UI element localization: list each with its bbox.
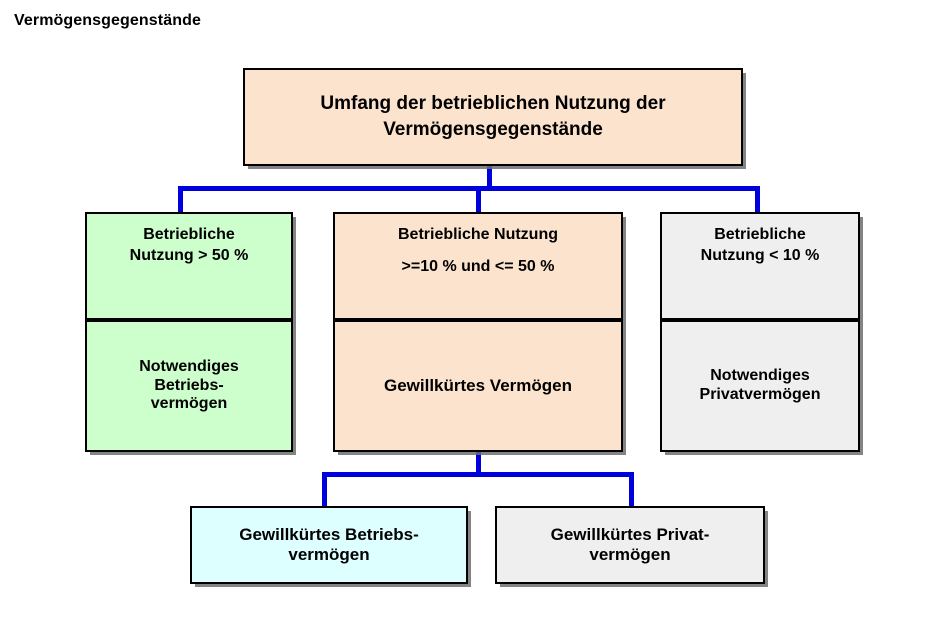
node-branch-over-50[interactable]: Betriebliche Nutzung > 50 % Notwendiges … xyxy=(85,212,293,452)
node-leaf-gewillkuertes-privatvermoegen-body: Gewillkürtes Privat- vermögen xyxy=(497,508,763,582)
connector-drop-to-bottom-right-leaf xyxy=(629,472,634,508)
node-branch-over-50-result-line-2: Betriebs- xyxy=(154,376,224,394)
node-branch-over-50-result-line-1: Notwendiges xyxy=(139,357,239,375)
node-branch-10-to-50-condition-line-1: Betriebliche Nutzung xyxy=(397,226,558,243)
node-branch-over-50-condition-line-1: Betriebliche xyxy=(143,226,235,243)
node-leaf-gewillkuertes-betriebsvermoegen-line-2: vermögen xyxy=(288,545,370,564)
node-branch-under-10-result: Notwendiges Privatvermögen xyxy=(662,322,858,450)
node-branch-over-50-divider xyxy=(87,318,291,322)
connector-drop-to-bottom-left-leaf xyxy=(322,472,327,508)
node-branch-over-50-result: Notwendiges Betriebs- vermögen xyxy=(87,322,291,450)
node-branch-under-10-condition-line-1: Betriebliche xyxy=(714,226,806,243)
node-leaf-gewillkuertes-privatvermoegen[interactable]: Gewillkürtes Privat- vermögen xyxy=(495,506,765,584)
node-branch-over-50-condition: Betriebliche Nutzung > 50 % xyxy=(87,214,291,318)
connector-top-horizontal-bus xyxy=(178,186,760,191)
node-root-line-2: Vermögensgegenstände xyxy=(383,119,603,140)
connector-root-stem xyxy=(487,166,492,190)
node-branch-under-10-result-line-1: Notwendiges xyxy=(710,367,810,385)
node-branch-under-10[interactable]: Betriebliche Nutzung < 10 % Notwendiges … xyxy=(660,212,860,452)
node-branch-10-to-50[interactable]: Betriebliche Nutzung >=10 % und <= 50 % … xyxy=(333,212,623,452)
node-branch-under-10-condition-line-2: Nutzung < 10 % xyxy=(700,246,820,264)
connector-drop-to-left-branch xyxy=(178,186,183,214)
node-branch-10-to-50-result: Gewillkürtes Vermögen xyxy=(335,322,621,450)
node-branch-under-10-condition: Betriebliche Nutzung < 10 % xyxy=(662,214,858,318)
node-root-scope[interactable]: Umfang der betrieblichen Nutzung der Ver… xyxy=(243,68,743,166)
node-root-body: Umfang der betrieblichen Nutzung der Ver… xyxy=(245,70,741,164)
node-leaf-gewillkuertes-betriebsvermoegen[interactable]: Gewillkürtes Betriebs- vermögen xyxy=(190,506,468,584)
node-branch-over-50-result-line-3: vermögen xyxy=(150,395,228,413)
node-branch-10-to-50-result-line-1: Gewillkürtes Vermögen xyxy=(383,375,572,395)
node-root-line-1: Umfang der betrieblichen Nutzung der xyxy=(320,93,666,115)
node-branch-under-10-result-line-2: Privatvermögen xyxy=(699,386,821,403)
node-leaf-gewillkuertes-privatvermoegen-line-1: Gewillkürtes Privat- xyxy=(550,524,710,544)
node-leaf-gewillkuertes-betriebsvermoegen-line-1: Gewillkürtes Betriebs- xyxy=(239,524,419,544)
connector-drop-to-middle-branch xyxy=(476,186,481,214)
node-branch-over-50-condition-line-2: Nutzung > 50 % xyxy=(129,246,249,264)
page-title: Vermögensgegenstände xyxy=(14,12,201,29)
connector-middle-stem xyxy=(476,452,481,476)
node-branch-10-to-50-condition: Betriebliche Nutzung >=10 % und <= 50 % xyxy=(335,214,621,318)
node-leaf-gewillkuertes-privatvermoegen-line-2: vermögen xyxy=(589,545,671,564)
node-leaf-gewillkuertes-betriebsvermoegen-body: Gewillkürtes Betriebs- vermögen xyxy=(192,508,466,582)
node-branch-under-10-divider xyxy=(662,318,858,322)
connector-bottom-horizontal-bus xyxy=(322,472,634,477)
node-branch-10-to-50-divider xyxy=(335,318,621,322)
connector-drop-to-right-branch xyxy=(755,186,760,214)
node-branch-10-to-50-condition-line-2: >=10 % und <= 50 % xyxy=(401,257,555,275)
